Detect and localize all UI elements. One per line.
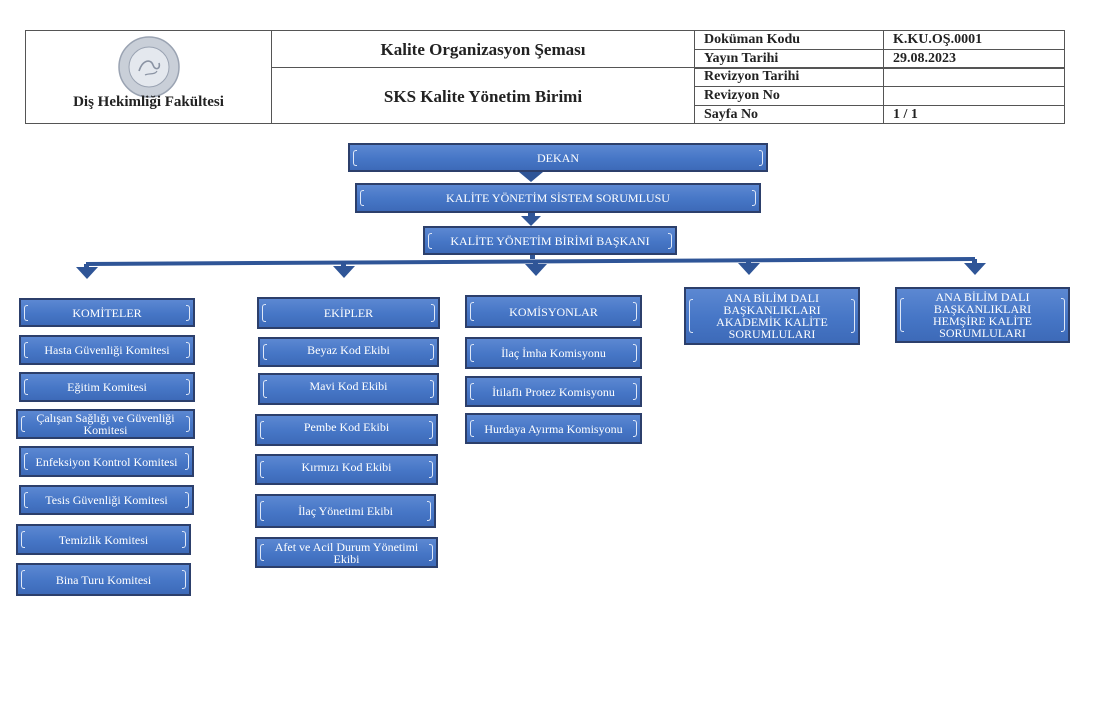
document-title: Kalite Organizasyon Şeması xyxy=(380,40,586,59)
document-header: Diş Hekimliği Fakültesi Kalite Organizas… xyxy=(25,30,1065,124)
meta-value: 29.08.2023 xyxy=(883,49,1065,69)
box-ekip-item: Beyaz Kod Ekibi xyxy=(258,337,439,367)
box-ekip-item: Mavi Kod Ekibi xyxy=(258,373,439,405)
down-arrow-icon xyxy=(76,267,98,279)
box-komisyon-item: Hurdaya Ayırma Komisyonu xyxy=(465,413,642,444)
connector-line xyxy=(84,264,89,268)
down-arrow-icon xyxy=(519,172,543,182)
box-komite-item: Eğitim Komitesi xyxy=(19,372,195,402)
box-birim-baskani: KALİTE YÖNETİM BİRİMİ BAŞKANI xyxy=(423,226,677,255)
box-komite-item: Tesis Güvenliği Komitesi xyxy=(19,485,194,515)
box-akademik-kalite: ANA BİLİM DALI BAŞKANLIKLARI AKADEMİK KA… xyxy=(684,287,860,345)
down-arrow-icon xyxy=(333,266,355,278)
box-kys-sorumlusu: KALİTE YÖNETİM SİSTEM SORUMLUSU xyxy=(355,183,761,213)
box-komite-item: Enfeksiyon Kontrol Komitesi xyxy=(19,446,194,477)
box-komite-item: Hasta Güvenliği Komitesi xyxy=(19,335,195,365)
connector-line xyxy=(530,253,535,259)
box-komisyon-item: İlaç İmha Komisyonu xyxy=(465,337,642,369)
connector-line xyxy=(341,262,346,266)
box-komisyonlar-title: KOMİSYONLAR xyxy=(465,295,642,328)
connector-line xyxy=(972,259,977,263)
faculty-name: Diş Hekimliği Fakültesi xyxy=(73,94,224,110)
box-komite-item: Çalışan Sağlığı ve Güvenliği Komitesi xyxy=(16,409,195,439)
down-arrow-icon xyxy=(738,263,760,275)
box-komite-item: Bina Turu Komitesi xyxy=(16,563,191,596)
meta-value: 1 / 1 xyxy=(883,105,1065,124)
box-ekip-item: Afet ve Acil Durum Yönetimi Ekibi xyxy=(255,537,438,568)
box-hemsire-kalite: ANA BİLİM DALI BAŞKANLIKLARI HEMŞİRE KAL… xyxy=(895,287,1070,343)
box-komiteler-title: KOMİTELER xyxy=(19,298,195,327)
connector-line xyxy=(86,257,975,266)
box-komite-item: Temizlik Komitesi xyxy=(16,524,191,555)
university-logo xyxy=(118,36,180,98)
box-ekip-item: Kırmızı Kod Ekibi xyxy=(255,454,438,485)
document-subtitle: SKS Kalite Yönetim Birimi xyxy=(383,87,583,106)
connector-line xyxy=(746,260,751,263)
box-komisyon-item: İtilaflı Protez Komisyonu xyxy=(465,376,642,407)
faculty-cell: Diş Hekimliği Fakültesi xyxy=(25,30,272,124)
box-ekip-item: Pembe Kod Ekibi xyxy=(255,414,438,446)
down-arrow-icon xyxy=(964,263,986,275)
connector-line xyxy=(528,212,535,217)
box-dekan: DEKAN xyxy=(348,143,768,172)
box-ekipler-title: EKİPLER xyxy=(257,297,440,329)
box-ekip-item: İlaç Yönetimi Ekibi xyxy=(255,494,436,528)
down-arrow-icon xyxy=(521,216,541,226)
connector-line xyxy=(533,261,538,265)
down-arrow-icon xyxy=(525,264,547,276)
